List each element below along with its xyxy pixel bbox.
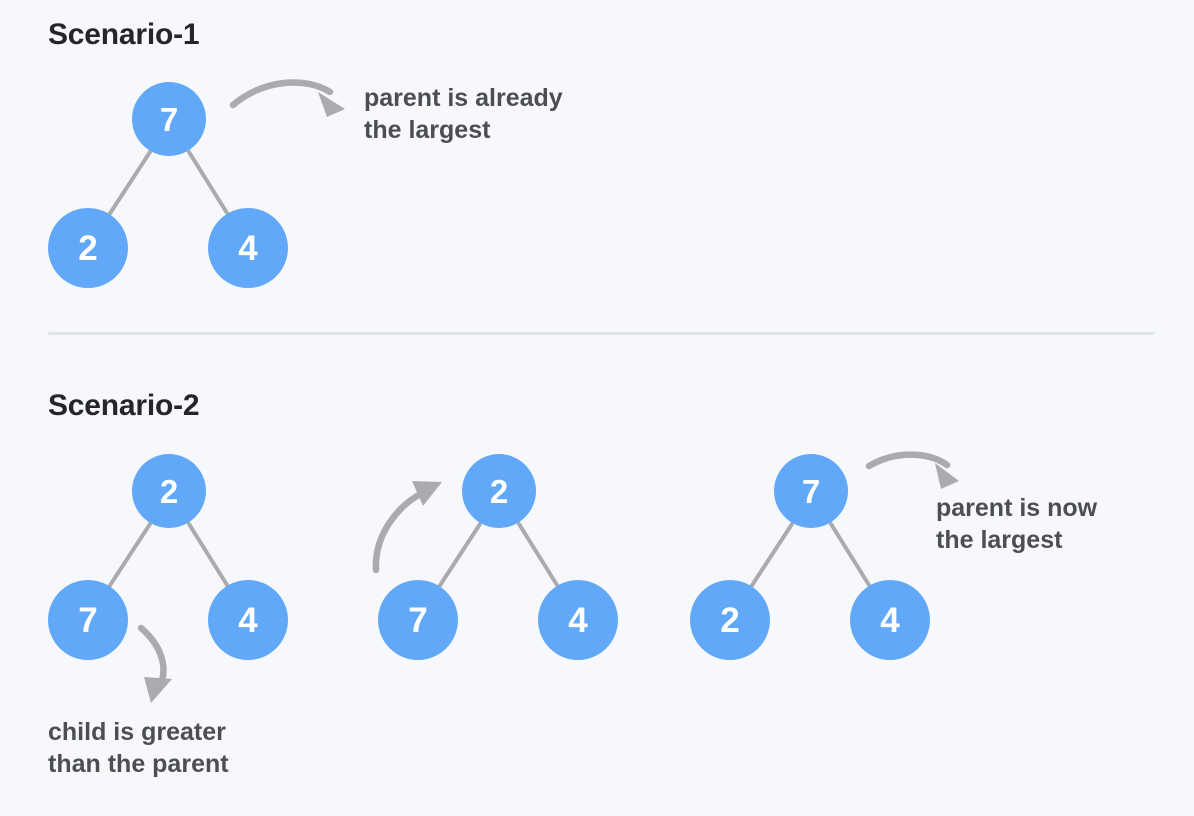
scenario-1-node-root: 7	[132, 82, 206, 156]
scenario-2-tree-2-node-root: 2	[462, 454, 536, 528]
scenario-1-node-left: 2	[48, 208, 128, 288]
scenario-2-tree-3-node-root: 7	[774, 454, 848, 528]
scenario-1-annotation: parent is already the largest	[364, 84, 563, 144]
scenario-2-tree-1-node-right: 4	[208, 580, 288, 660]
curved-arrow-right-icon	[229, 79, 345, 117]
curved-arrow-right-icon	[865, 451, 959, 489]
scenario-1-title: Scenario-1	[48, 18, 200, 51]
scenario-1-node-right: 4	[208, 208, 288, 288]
scenario-2-tree-1-node-left: 7	[48, 580, 128, 660]
scenario-2-title: Scenario-2	[48, 389, 200, 422]
scenario-2-annotation-bottom: child is greater than the parent	[48, 718, 229, 778]
scenario-2-tree-3-node-right: 4	[850, 580, 930, 660]
section-divider	[48, 332, 1155, 335]
scenario-2-tree-1-node-root: 2	[132, 454, 206, 528]
scenario-2-tree-2-node-right: 4	[538, 580, 618, 660]
curved-arrow-up-icon	[372, 481, 442, 574]
curved-arrow-down-icon	[137, 624, 172, 703]
scenario-2-tree-3-node-left: 2	[690, 580, 770, 660]
scenario-2-tree-2-node-left: 7	[378, 580, 458, 660]
scenario-2-annotation-right: parent is now the largest	[936, 494, 1098, 554]
